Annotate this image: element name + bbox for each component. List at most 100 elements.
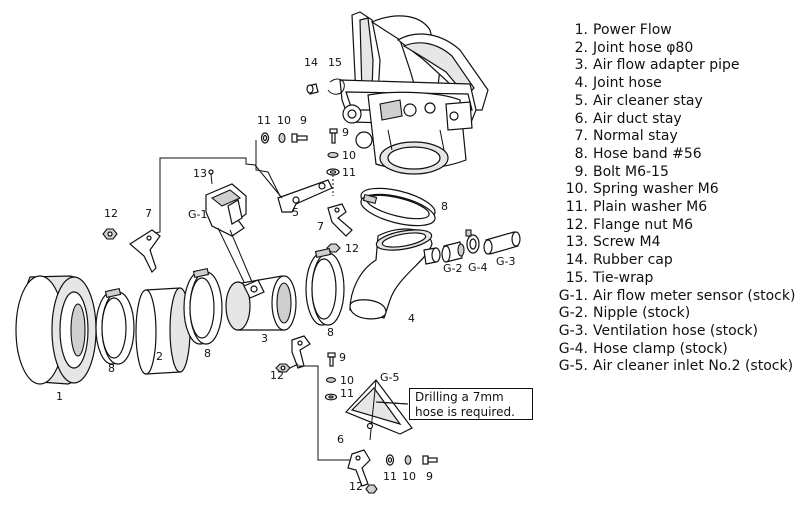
callout-12-left: 12 <box>104 207 118 220</box>
air-cleaner-inlet-g5 <box>344 379 413 441</box>
legend-item: 6.Air duct stay <box>550 111 795 129</box>
legend-item: 12.Flange nut M6 <box>550 217 795 235</box>
washer-11-lower <box>324 393 338 401</box>
legend-item-name: Air flow adapter pipe <box>593 57 740 74</box>
legend-item-name: Joint hose φ80 <box>593 39 694 56</box>
legend-item-number: 10. <box>565 181 588 198</box>
legend-item-number: G-3. <box>558 322 588 339</box>
legend-item-name: Hose band #56 <box>593 145 702 162</box>
callout-8-right: 8 <box>327 326 334 339</box>
spring-washer-10-lower <box>325 377 337 383</box>
tie-wrap-15 <box>327 78 345 95</box>
callout-g3: G-3 <box>496 255 516 268</box>
drilling-note-line-2: hose is required. <box>415 405 515 419</box>
legend-item: 3. Air flow adapter pipe <box>550 57 795 75</box>
callout-g2: G-2 <box>443 262 463 275</box>
intake-manifold-throttle-body <box>339 11 489 175</box>
drilling-note: Drilling a 7mm hose is required. <box>409 388 533 420</box>
legend-item-number: 15. <box>565 269 588 286</box>
callout-10-lower: 10 <box>340 374 354 387</box>
hose-band-8-right <box>305 247 345 326</box>
legend-item: 8. Hose band #56 <box>550 146 795 164</box>
bolt-9-bottom <box>422 455 438 465</box>
bolt-9-lower <box>327 352 336 367</box>
callout-3: 3 <box>261 332 268 345</box>
legend-item-name: Spring washer M6 <box>593 181 719 198</box>
legend-item: 10. Spring washer M6 <box>550 181 795 199</box>
legend-item-name: Nipple (stock) <box>593 305 691 322</box>
legend-item: G-2. Nipple (stock) <box>550 305 795 323</box>
callout-11-top: 11 <box>257 114 271 127</box>
legend-item-name: Air flow meter sensor (stock) <box>593 287 796 304</box>
callout-9-column: 9 <box>342 126 349 139</box>
callout-11-bottom: 11 <box>383 470 397 483</box>
legend-item-name: Normal stay <box>593 128 678 145</box>
legend-item: G-4.Hose clamp (stock) <box>550 341 795 359</box>
callout-1: 1 <box>56 390 63 403</box>
joint-hose-phi80 <box>135 287 191 375</box>
hose-band-8-centre <box>183 267 223 345</box>
callout-9-bottom: 9 <box>426 470 433 483</box>
legend-item-number: 7. <box>574 128 588 145</box>
legend-item: G-5.Air cleaner inlet No.2 (stock) <box>550 358 795 376</box>
callout-labels: 1 8 2 8 3 8 4 8 5 7 7 12 13 G-1 11 10 9 … <box>56 56 516 493</box>
air-flow-meter-sensor <box>205 183 253 283</box>
callout-14: 14 <box>304 56 318 69</box>
air-duct-stay-6 <box>347 449 371 487</box>
nipple-g2 <box>441 241 465 263</box>
legend-item-name: Air cleaner inlet No.2 (stock) <box>593 358 794 375</box>
hose-clamp-g4 <box>465 229 480 254</box>
legend-item-number: 8. <box>574 145 588 162</box>
callout-15: 15 <box>328 56 342 69</box>
callout-9-lower: 9 <box>339 351 346 364</box>
air-cleaner-stay-5 <box>277 179 333 213</box>
legend-item-name: Plain washer M6 <box>593 199 708 216</box>
legend-item-name: Tie-wrap <box>593 269 654 286</box>
legend-item: 15. Tie-wrap <box>550 270 795 288</box>
legend-item: 7. Normal stay <box>550 128 795 146</box>
legend-item: 1.Power Flow <box>550 22 795 40</box>
callout-8-centre: 8 <box>204 347 211 360</box>
legend-item-number: 9. <box>574 163 588 180</box>
normal-stay-7-mid <box>327 203 353 237</box>
legend-item-number: 13. <box>565 234 588 251</box>
callout-g5: G-5 <box>380 371 400 384</box>
legend-item-number: 12. <box>565 216 588 233</box>
air-flow-adapter-pipe <box>225 275 297 331</box>
bolt-9-column <box>329 128 338 144</box>
rubber-cap-14 <box>306 83 319 95</box>
callout-g1: G-1 <box>188 208 208 221</box>
spring-washer-10-bottom <box>404 455 412 465</box>
callout-10-bottom: 10 <box>402 470 416 483</box>
legend-item-name: Air duct stay <box>593 110 682 127</box>
legend-item-number: 3. <box>574 57 588 74</box>
legend-item-name: Air cleaner stay <box>593 92 703 109</box>
callout-6: 6 <box>337 433 344 446</box>
callout-10-column: 10 <box>342 149 356 162</box>
spring-washer-10-top <box>278 132 286 144</box>
washer-11-column <box>326 168 340 176</box>
normal-stay-7-left <box>128 229 161 274</box>
legend-item-number: 4. <box>574 75 588 92</box>
bolt-9-top <box>291 133 308 143</box>
callout-g4: G-4 <box>468 261 488 274</box>
callout-10-top: 10 <box>277 114 291 127</box>
power-flow-filter <box>15 275 97 385</box>
callout-12-column: 12 <box>345 242 359 255</box>
hose-band-8-top <box>360 187 436 227</box>
legend-item: 2. Joint hose φ80 <box>550 40 795 58</box>
hose-band-8-left <box>95 287 135 365</box>
callout-12-lower-left: 12 <box>270 369 284 382</box>
callout-9-top: 9 <box>300 114 307 127</box>
legend-item-number: 14. <box>565 252 588 269</box>
washer-11-bottom <box>385 454 395 466</box>
legend-item-number: 2. <box>574 39 588 56</box>
legend-item: 13.Screw M4 <box>550 234 795 252</box>
legend-item: 4.Joint hose <box>550 75 795 93</box>
legend-item-number: G-2. <box>558 305 588 322</box>
stay-bracket-lower-left <box>291 335 311 369</box>
callout-8-left: 8 <box>108 362 115 375</box>
legend-item-name: Bolt M6-15 <box>593 163 669 180</box>
legend-item-number: G-4. <box>558 340 588 357</box>
callout-2: 2 <box>156 350 163 363</box>
